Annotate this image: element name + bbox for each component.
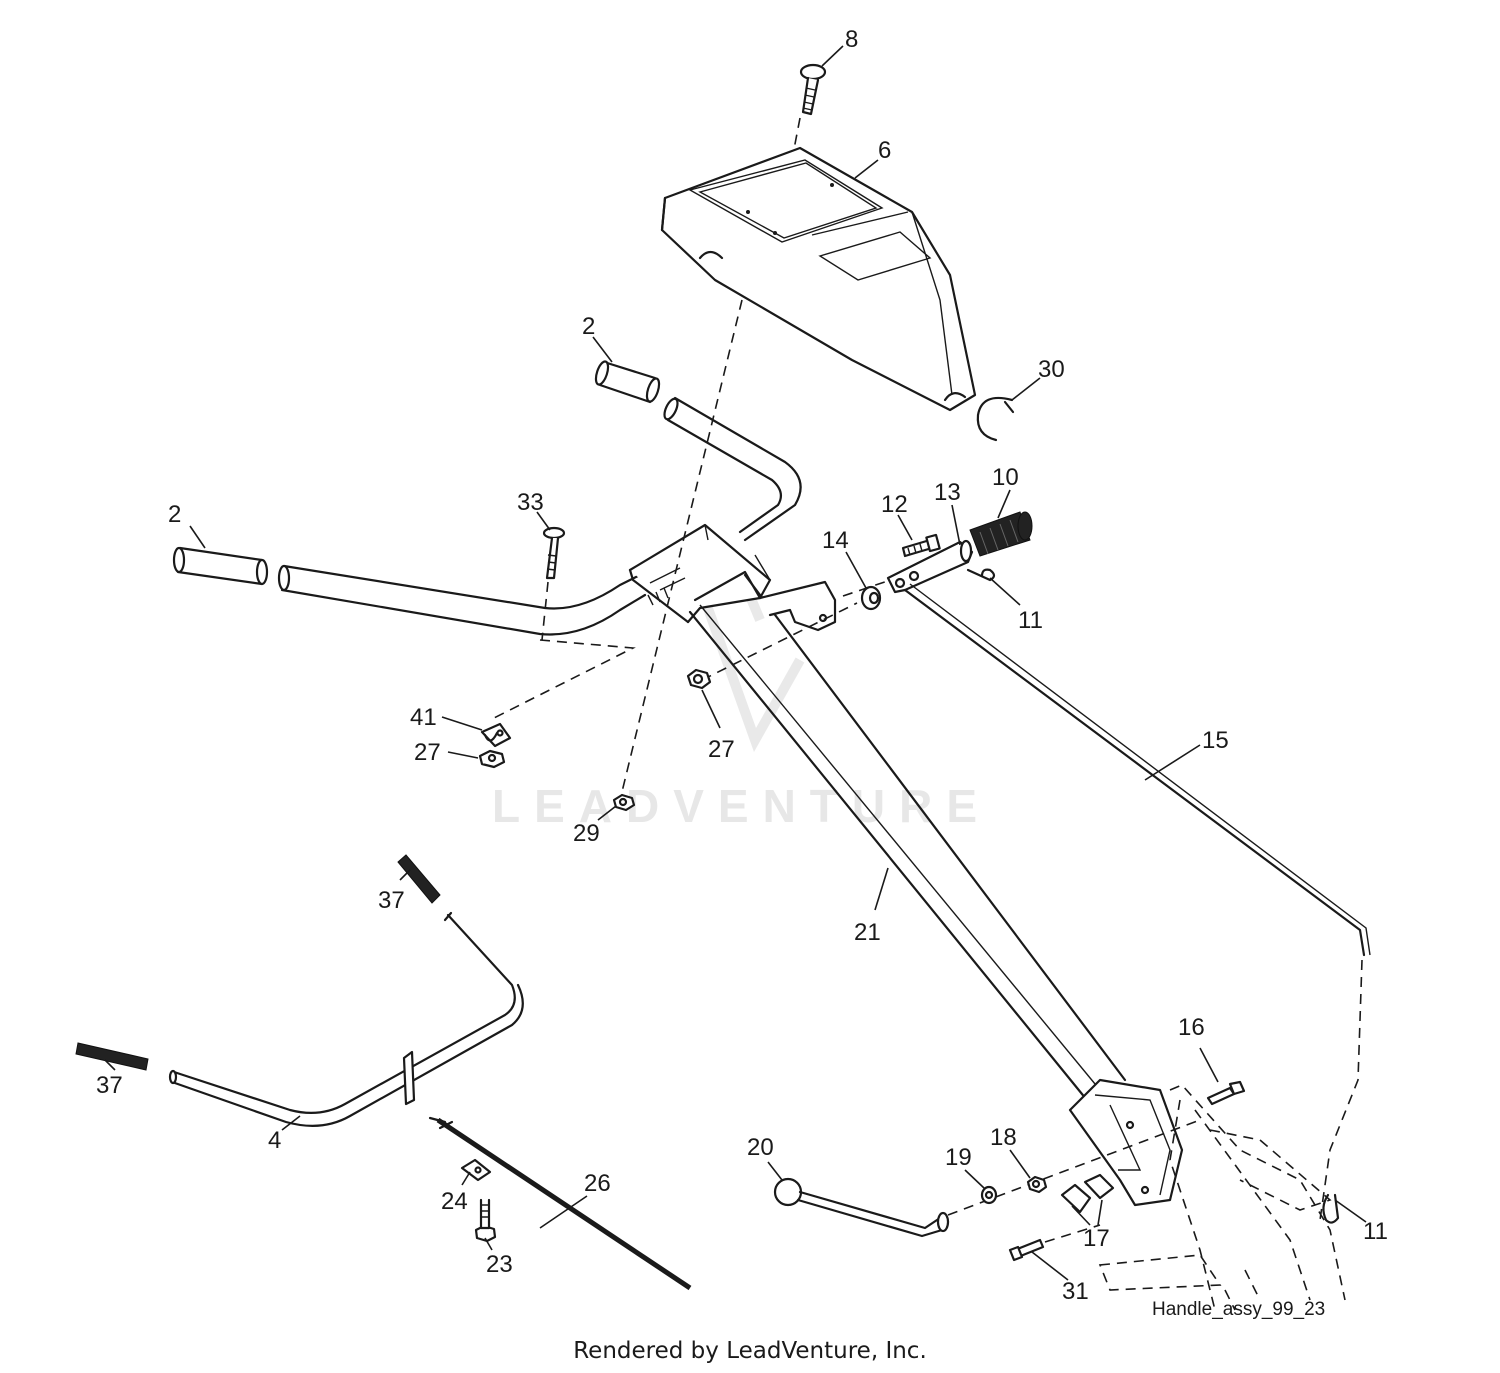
control-bar-part-4 [168,911,524,1127]
callout-29: 29 [573,820,600,847]
callout-41: 41 [410,704,437,731]
callout-17: 17 [1083,1225,1110,1252]
nut-part-29 [612,793,636,812]
alignment-line-rod [1319,959,1363,1221]
callout-16: 16 [1178,1014,1205,1041]
callout-15: 15 [1202,727,1229,754]
hairpin-part-11-top [966,568,996,582]
callout-11-bottom: 11 [1363,1218,1388,1245]
bracket-part-41 [480,722,512,748]
nut-part-27-left [478,749,506,769]
grip-part-2-top [594,360,661,404]
washer-part-19 [980,1185,998,1205]
alignment-line-left [489,639,636,721]
bolt-part-12 [901,533,941,558]
callout-30: 30 [1038,356,1065,383]
watermark: LEADVENTURE [492,780,991,832]
callout-labels: 8 6 2 30 2 33 12 13 10 14 11 41 27 27 15… [96,26,1388,1305]
spacer-part-14 [860,585,882,611]
cable-part-26 [428,1116,692,1291]
bolt-part-16 [1206,1080,1246,1106]
bolt-33-alignment [541,581,549,641]
callout-37-top: 37 [378,887,405,914]
callout-33: 33 [517,489,544,516]
console-cover-part-6 [660,146,977,412]
clip-part-24 [460,1158,492,1182]
callout-24: 24 [441,1188,468,1215]
callout-18: 18 [990,1124,1017,1151]
callout-13: 13 [934,479,961,506]
handle-tube-part-21 [628,523,1184,1207]
clip-part-30 [976,396,1015,442]
pad-part-17 [1060,1173,1115,1214]
callout-2-top: 2 [582,313,595,340]
callout-27-mid: 27 [708,736,735,763]
grip-part-37-top [397,854,441,904]
callout-11-top: 11 [1018,607,1043,634]
callout-10: 10 [992,464,1019,491]
callout-20: 20 [747,1134,774,1161]
callout-23: 23 [486,1251,513,1278]
callout-6: 6 [878,137,891,164]
callout-19: 19 [945,1144,972,1171]
knob-part-10 [969,511,1033,557]
nut-part-18 [1026,1175,1048,1194]
grip-part-2-left [172,546,269,586]
screw-part-8 [799,63,827,116]
shift-lever-part-20 [773,1177,950,1238]
bolt-part-23 [474,1198,497,1243]
callout-37-left: 37 [96,1072,123,1099]
callout-21: 21 [854,919,881,946]
callout-31: 31 [1062,1278,1089,1305]
callout-12: 12 [881,491,908,518]
control-rod-part-15 [903,583,1371,957]
tiller-frame-phantom [1098,1084,1346,1311]
callout-26: 26 [584,1170,611,1197]
bolt-part-31 [1008,1238,1045,1262]
bolt-part-33 [542,526,566,580]
callout-8: 8 [845,26,858,53]
callout-14: 14 [822,527,849,554]
grip-part-37-left [75,1042,149,1071]
hairpin-part-11-bottom [1322,1193,1340,1224]
nut-part-27-mid [686,668,712,690]
leader-lines [104,45,1367,1281]
callout-27-left: 27 [414,739,441,766]
diagram-id-label: Handle_assy_99_23 [1152,1299,1326,1320]
render-credit: Rendered by LeadVenture, Inc. [573,1338,927,1364]
alignment-line-nut [701,602,858,681]
callout-4: 4 [268,1127,281,1154]
alignment-line-cover [619,299,743,801]
callout-2-left: 2 [168,501,181,528]
alignment-line-lower [947,1119,1201,1243]
